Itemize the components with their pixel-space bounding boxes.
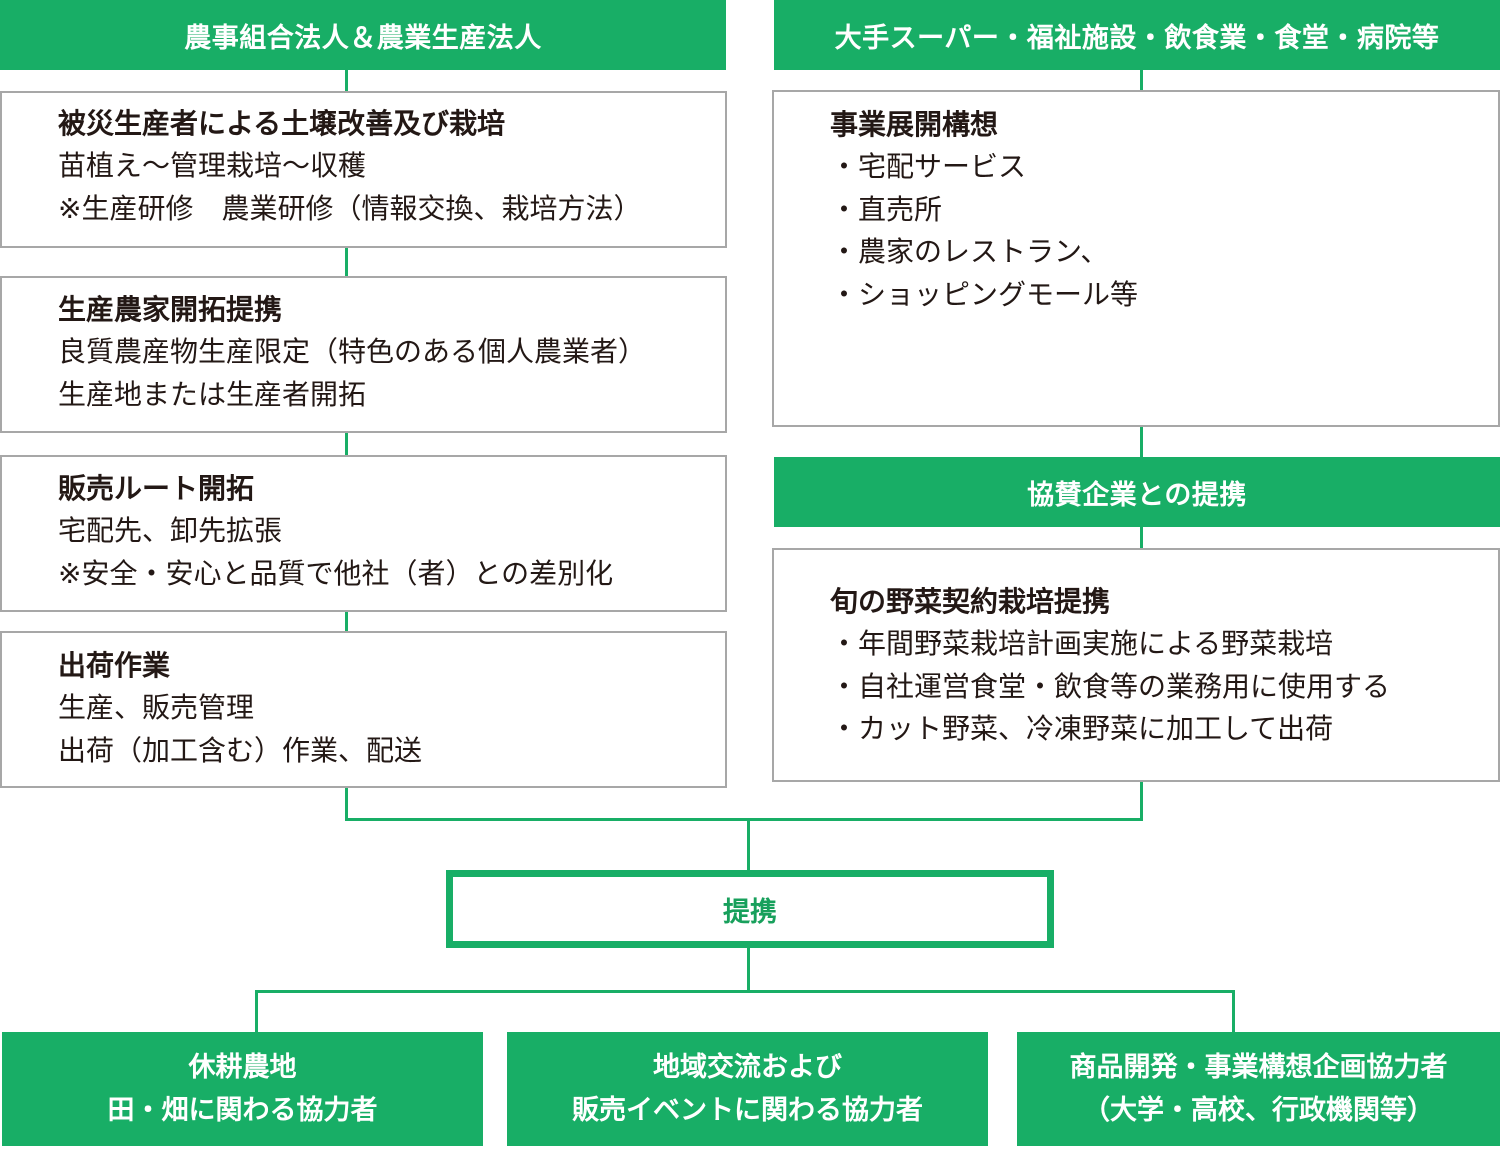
box-line: 宅配先、卸先拡張 bbox=[58, 514, 283, 547]
box-line: ・宅配サービス bbox=[830, 150, 1027, 183]
box-line: ・カット野菜、冷凍野菜に加工して出荷 bbox=[830, 712, 1334, 745]
bottom-box-community-events: 地域交流および 販売イベントに関わる協力者 bbox=[507, 1032, 988, 1146]
box-title: 旬の野菜契約栽培提携 bbox=[830, 585, 1111, 618]
bottom-box-line: 販売イベントに関わる協力者 bbox=[572, 1095, 923, 1126]
box-line: ・ショッピングモール等 bbox=[830, 277, 1139, 311]
left-box-farmer-partnership: 生産農家開拓提携 良質農産物生産限定（特色のある個人農業者） 生産地または生産者… bbox=[0, 276, 727, 433]
box-line: 生産地または生産者開拓 bbox=[58, 377, 367, 411]
connector-drop-right bbox=[1232, 990, 1235, 1035]
sponsor-header-label: 協賛企業との提携 bbox=[1027, 479, 1247, 511]
bottom-box-line: 商品開発・事業構想企画協力者 bbox=[1069, 1052, 1448, 1083]
box-line: ・直売所 bbox=[830, 192, 943, 226]
left-column-header-label: 農事組合法人＆農業生産法人 bbox=[184, 22, 542, 54]
box-line: ※安全・安心と品質で他社（者）との差別化 bbox=[58, 556, 614, 590]
right-box-seasonal-vegetables: 旬の野菜契約栽培提携 ・年間野菜栽培計画実施による野菜栽培 ・自社運営食堂・飲食… bbox=[772, 548, 1500, 782]
left-column-header: 農事組合法人＆農業生産法人 bbox=[0, 0, 726, 70]
box-title: 事業展開構想 bbox=[830, 108, 999, 141]
left-box-sales-route: 販売ルート開拓 宅配先、卸先拡張 ※安全・安心と品質で他社（者）との差別化 bbox=[0, 455, 727, 612]
connector-drop-left bbox=[255, 990, 258, 1035]
right-column-header-label: 大手スーパー・福祉施設・飲食業・食堂・病院等 bbox=[834, 22, 1440, 54]
connector-left-spine bbox=[345, 68, 348, 820]
box-title: 販売ルート開拓 bbox=[58, 472, 255, 505]
box-title: 生産農家開拓提携 bbox=[58, 293, 283, 326]
box-line: 生産、販売管理 bbox=[58, 691, 255, 724]
bottom-box-line: （大学・高校、行政機関等） bbox=[1083, 1095, 1434, 1126]
box-line: ※生産研修 農業研修（情報交換、栽培方法） bbox=[58, 191, 642, 225]
bottom-box-line: 田・畑に関わる協力者 bbox=[107, 1095, 378, 1126]
sponsor-header: 協賛企業との提携 bbox=[774, 457, 1500, 527]
box-line: ・年間野菜栽培計画実施による野菜栽培 bbox=[830, 627, 1334, 660]
bottom-box-line: 地域交流および bbox=[653, 1052, 842, 1083]
left-box-shipping: 出荷作業 生産、販売管理 出荷（加工含む）作業、配送 bbox=[0, 631, 727, 788]
connector-columns-join bbox=[345, 818, 1143, 821]
connector-right-spine bbox=[1140, 68, 1143, 820]
partnership-label: 提携 bbox=[723, 896, 777, 928]
box-line: ・自社運営食堂・飲食等の業務用に使用する bbox=[830, 669, 1391, 703]
connector-to-partnership bbox=[747, 818, 750, 878]
connector-from-partnership bbox=[747, 940, 750, 992]
box-line: ・農家のレストラン、 bbox=[830, 235, 1109, 268]
bottom-box-line: 休耕農地 bbox=[188, 1052, 297, 1083]
right-column-header: 大手スーパー・福祉施設・飲食業・食堂・病院等 bbox=[774, 0, 1500, 70]
box-line: 苗植え〜管理栽培〜収穫 bbox=[58, 149, 367, 182]
box-line: 良質農産物生産限定（特色のある個人農業者） bbox=[58, 335, 647, 368]
bottom-box-fallow-land: 休耕農地 田・畑に関わる協力者 bbox=[2, 1032, 483, 1146]
connector-bottom-bus bbox=[255, 990, 1235, 993]
left-box-disaster-farming: 被災生産者による土壌改善及び栽培 苗植え〜管理栽培〜収穫 ※生産研修 農業研修（… bbox=[0, 91, 727, 248]
bottom-box-product-development: 商品開発・事業構想企画協力者 （大学・高校、行政機関等） bbox=[1017, 1032, 1500, 1146]
partnership-box: 提携 bbox=[446, 870, 1054, 948]
box-title: 出荷作業 bbox=[58, 649, 171, 682]
box-line: 出荷（加工含む）作業、配送 bbox=[58, 733, 423, 767]
box-title: 被災生産者による土壌改善及び栽培 bbox=[58, 107, 506, 140]
right-box-business-plan: 事業展開構想 ・宅配サービス ・直売所 ・農家のレストラン、 ・ショッピングモー… bbox=[772, 90, 1500, 427]
